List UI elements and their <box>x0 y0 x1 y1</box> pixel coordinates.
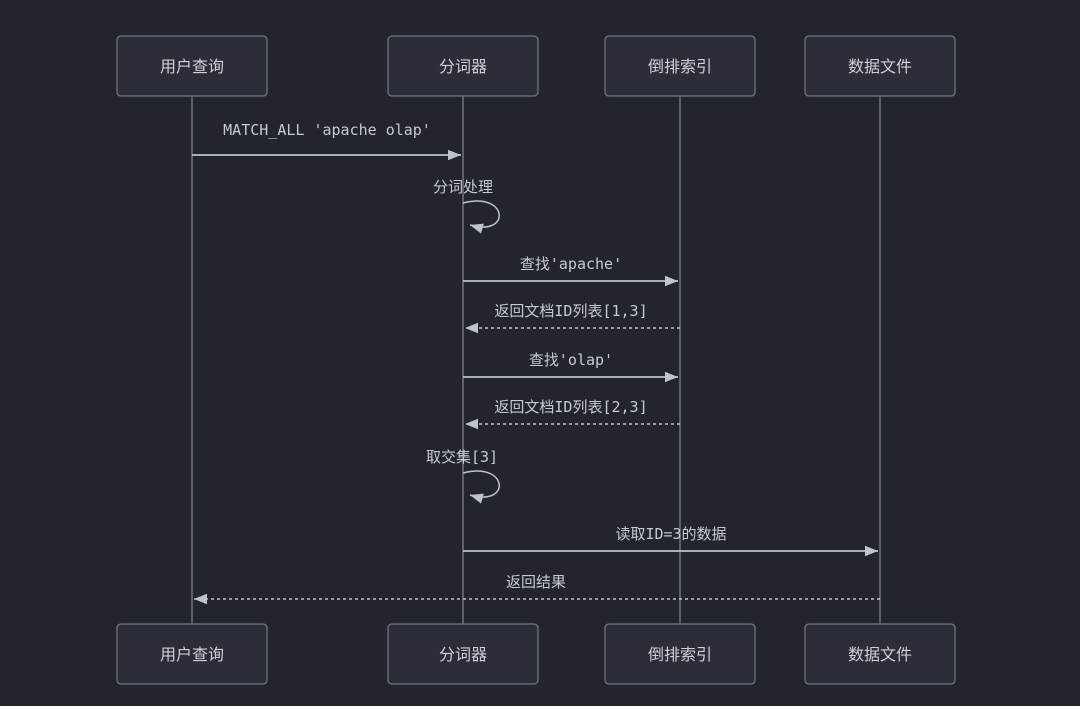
actor-box <box>604 35 756 97</box>
actor-box <box>604 623 756 685</box>
message-return-ids-1-3: 返回文档ID列表[1,3] <box>465 302 680 334</box>
message-label: 查找'olap' <box>529 351 613 369</box>
message-read-id3: 读取ID=3的数据 <box>463 525 878 557</box>
actor-top-tokenizer: 分词器 <box>387 35 539 97</box>
message-label: 分词处理 <box>433 178 493 196</box>
actor-label: 数据文件 <box>848 57 912 76</box>
self-loop-arc <box>462 470 500 504</box>
actor-top-data-file: 数据文件 <box>804 35 956 97</box>
message-label: 查找'apache' <box>520 255 622 273</box>
actor-bottom-inverted-index: 倒排索引 <box>604 623 756 685</box>
actor-top-inverted-index: 倒排索引 <box>604 35 756 97</box>
actor-box <box>804 623 956 685</box>
actor-label: 数据文件 <box>848 645 912 664</box>
actor-bottom-data-file: 数据文件 <box>804 623 956 685</box>
message-label: MATCH_ALL 'apache olap' <box>223 121 431 139</box>
message-match-all: MATCH_ALL 'apache olap' <box>192 121 461 161</box>
message-label: 读取ID=3的数据 <box>615 525 726 543</box>
actor-bottom-user-query: 用户查询 <box>116 623 268 685</box>
message-return-result: 返回结果 <box>194 573 880 605</box>
message-lookup-apache: 查找'apache' <box>463 255 678 287</box>
message-label: 返回结果 <box>506 573 566 591</box>
actor-label: 用户查询 <box>160 645 224 664</box>
message-label: 返回文档ID列表[2,3] <box>494 398 647 416</box>
bottom-white-strip <box>0 706 1080 709</box>
message-tokenize-selfloop: 分词处理 <box>433 178 500 234</box>
actor-label: 用户查询 <box>160 57 224 76</box>
message-lookup-olap: 查找'olap' <box>463 351 678 383</box>
message-label: 取交集[3] <box>426 448 498 466</box>
actor-box <box>116 35 268 97</box>
actor-label: 分词器 <box>439 57 487 76</box>
actor-bottom-tokenizer: 分词器 <box>387 623 539 685</box>
actor-box <box>116 623 268 685</box>
message-return-ids-2-3: 返回文档ID列表[2,3] <box>465 398 680 430</box>
message-label: 返回文档ID列表[1,3] <box>494 302 647 320</box>
actor-box <box>387 35 539 97</box>
actor-label: 分词器 <box>439 645 487 664</box>
message-intersect-selfloop: 取交集[3] <box>426 448 500 504</box>
actor-label: 倒排索引 <box>648 645 712 664</box>
actor-box <box>804 35 956 97</box>
actor-top-user-query: 用户查询 <box>116 35 268 97</box>
actor-box <box>387 623 539 685</box>
self-loop-arc <box>462 200 500 234</box>
actor-label: 倒排索引 <box>648 57 712 76</box>
